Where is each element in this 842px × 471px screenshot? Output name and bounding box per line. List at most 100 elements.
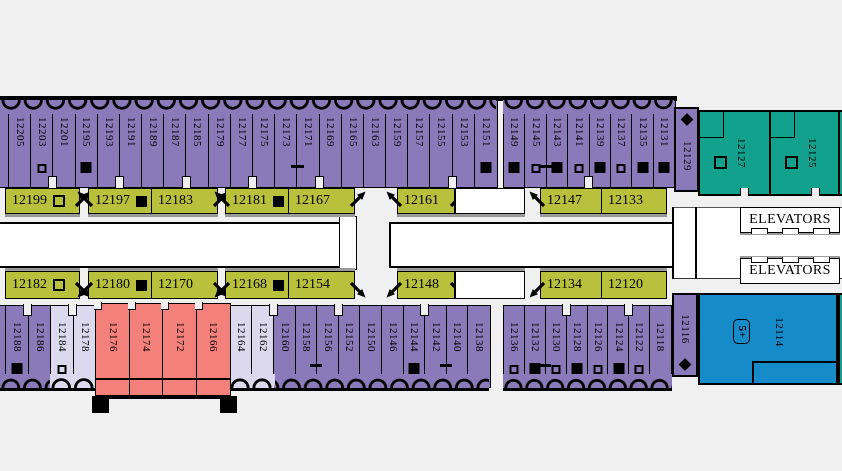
cabin-12156[interactable]: 12156 (316, 305, 340, 388)
cabin-12153[interactable]: 12153 (451, 100, 476, 188)
cabin-12179[interactable]: 12179 (207, 100, 232, 188)
open-square-icon (57, 365, 67, 374)
cabin-12205[interactable]: 12205 (8, 100, 32, 188)
cabin-12173[interactable]: 12173 (274, 100, 298, 188)
cabin-12126[interactable]: 12126 (586, 305, 609, 388)
cabin-12135[interactable]: 12135 (631, 100, 655, 188)
cabin-12191[interactable]: 12191 (118, 100, 143, 188)
cabin-12163[interactable]: 12163 (362, 100, 387, 188)
cabin-12130[interactable]: 12130 (544, 305, 568, 388)
cabin-12143[interactable]: 12143 (545, 100, 569, 188)
cabin-12132[interactable]: 12132 (523, 305, 547, 388)
cabin-12201[interactable]: 12201 (52, 100, 77, 188)
cabin-12137[interactable]: 12137 (609, 100, 633, 188)
cabin-12169[interactable]: 12169 (318, 100, 343, 188)
cabin-12149[interactable]: 12149 (503, 100, 526, 188)
cabin-12155[interactable]: 12155 (429, 100, 454, 188)
cabin-partial[interactable] (838, 293, 842, 385)
cabin-12133[interactable]: 12133 (601, 189, 666, 213)
cabin-12187[interactable]: 12187 (163, 100, 188, 188)
cabin-number: 12141 (572, 116, 585, 147)
cabin-12181[interactable]: 12181 (226, 189, 288, 213)
cabin-12175[interactable]: 12175 (252, 100, 276, 188)
cabin-number: 12185 (191, 116, 204, 147)
cabin-12189[interactable]: 12189 (141, 100, 165, 188)
cabin-12158[interactable]: 12158 (294, 305, 318, 388)
cabin-12141[interactable]: 12141 (567, 100, 591, 188)
cabin-12116[interactable]: 12116 (672, 293, 698, 377)
cabin-12122[interactable]: 12122 (628, 305, 651, 388)
cabin-12177[interactable]: 12177 (229, 100, 254, 188)
cabin-12154[interactable]: 12154 (288, 272, 354, 298)
cabin-number: 12142 (429, 321, 442, 352)
cabin-12140[interactable]: 12140 (445, 305, 469, 388)
cabin-number: 12205 (13, 116, 26, 147)
utility-box (455, 188, 525, 214)
cabin-12131[interactable]: 12131 (652, 100, 676, 188)
cabin-12203[interactable]: 12203 (30, 100, 54, 188)
filled-square-icon (571, 363, 583, 374)
cabin-12152[interactable]: 12152 (337, 305, 361, 388)
cabin-12184[interactable]: 12184 (50, 305, 75, 388)
filled-square-icon (613, 363, 625, 374)
cabin-number: 12129 (680, 140, 693, 171)
cabin-number: 12156 (321, 321, 334, 352)
cabin-12171[interactable]: 12171 (296, 100, 321, 188)
cabin-12165[interactable]: 12165 (340, 100, 365, 188)
cabin-12185[interactable]: 12185 (185, 100, 210, 188)
cabin-12197[interactable]: 12197 (89, 189, 151, 213)
cabin-12118[interactable]: 12118 (649, 305, 672, 388)
balcony-divider (96, 378, 130, 380)
cabin-12159[interactable]: 12159 (385, 100, 409, 188)
cabin-12150[interactable]: 12150 (359, 305, 383, 388)
cabin-12125[interactable]: 12125 (769, 110, 842, 196)
cabin-12161[interactable]: 12161 (398, 189, 456, 213)
cabin-12174[interactable]: 12174 (127, 302, 164, 399)
cabin-12162[interactable]: 12162 (251, 305, 275, 388)
cabin-12157[interactable]: 12157 (407, 100, 432, 188)
cabin-12127[interactable]: 12127 (698, 110, 771, 196)
cabin-12176[interactable]: 12176 (94, 302, 131, 399)
cabin-12168[interactable]: 12168 (226, 272, 288, 298)
cabin-12195[interactable]: 12195 (74, 100, 99, 188)
cabin-12167[interactable]: 12167 (288, 189, 354, 213)
cabin-number: 12184 (56, 321, 69, 352)
cabin-number: 12125 (806, 138, 819, 168)
cabin-12136[interactable]: 12136 (503, 305, 526, 388)
cabin-12148[interactable]: 12148 (398, 272, 456, 298)
cabin-partial[interactable] (838, 110, 842, 196)
cabin-12180[interactable]: 12180 (89, 272, 151, 298)
cabin-12166[interactable]: 12166 (194, 302, 231, 399)
cabin-12144[interactable]: 12144 (402, 305, 426, 388)
entry-notch (314, 176, 324, 189)
cabin-12188[interactable]: 12188 (5, 305, 30, 388)
cabin-12134[interactable]: 12134 (541, 272, 601, 298)
cabin-number: 12147 (547, 193, 582, 208)
cabin-12186[interactable]: 12186 (27, 305, 52, 388)
cabin-number: 12137 (615, 116, 628, 147)
cabin-12120[interactable]: 12120 (601, 272, 666, 298)
cabin-12172[interactable]: 12172 (161, 302, 198, 399)
cabin-12138[interactable]: 12138 (467, 305, 491, 388)
platform-marker (220, 396, 237, 413)
cabin-12151[interactable]: 12151 (473, 100, 498, 188)
cabin-12170[interactable]: 12170 (151, 272, 217, 298)
cabin-12124[interactable]: 12124 (607, 305, 630, 388)
cabin-12128[interactable]: 12128 (565, 305, 589, 388)
cabin-12160[interactable]: 12160 (273, 305, 297, 388)
cabin-12199[interactable]: 12199 (6, 189, 81, 213)
cabin-12193[interactable]: 12193 (96, 100, 121, 188)
cabin-12145[interactable]: 12145 (524, 100, 548, 188)
cabin-12147[interactable]: 12147 (541, 189, 601, 213)
cabin-12164[interactable]: 12164 (229, 305, 253, 388)
cabin-12129[interactable]: 12129 (674, 107, 699, 192)
cabin-12142[interactable]: 12142 (424, 305, 448, 388)
cabin-12182[interactable]: 12182 (6, 272, 81, 298)
cabin-12146[interactable]: 12146 (381, 305, 405, 388)
cabin-12139[interactable]: 12139 (588, 100, 612, 188)
cabin-12183[interactable]: 12183 (151, 189, 217, 213)
cabin-number: 12174 (140, 321, 153, 352)
cabin-12178[interactable]: 12178 (72, 305, 97, 388)
